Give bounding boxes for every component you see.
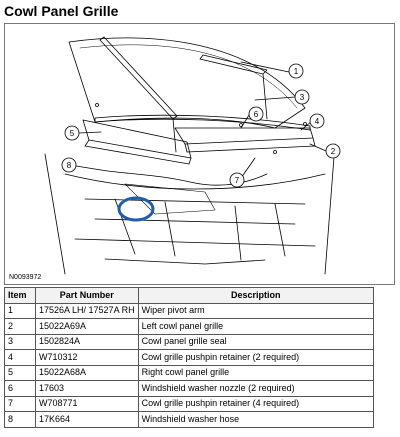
washer-hose xyxy=(100,169,268,186)
page-title: Cowl Panel Grille xyxy=(4,3,119,19)
callout-1: 1 xyxy=(288,63,304,79)
cell-part-number: 15022A69A xyxy=(35,318,139,335)
cell-part-number: 17K664 xyxy=(35,411,139,428)
windshield-outline xyxy=(68,37,306,129)
cowl-grille-right xyxy=(174,127,314,145)
cell-item: 4 xyxy=(4,349,36,366)
svg-text:2: 2 xyxy=(331,147,336,156)
cell-description: Windshield washer nozzle (2 required) xyxy=(137,380,375,397)
table-row: 4 W710312 Cowl grille pushpin retainer (… xyxy=(4,349,375,366)
header-part-number: Part Number xyxy=(35,287,139,304)
table-row: 8 17K664 Windshield washer hose xyxy=(4,411,375,428)
cell-description: Windshield washer hose xyxy=(137,411,375,428)
cell-item: 5 xyxy=(4,364,36,381)
svg-text:8: 8 xyxy=(67,161,72,170)
cell-part-number: 15022A68A xyxy=(35,364,139,381)
svg-text:7: 7 xyxy=(235,176,240,185)
table-row: 1 17526A LH/ 17527A RH Wiper pivot arm xyxy=(4,302,375,319)
cell-item: 8 xyxy=(4,411,36,428)
svg-text:5: 5 xyxy=(70,129,75,138)
table-row: 7 W708771 Cowl grille pushpin retainer (… xyxy=(4,395,375,412)
cowl-seal xyxy=(94,114,311,131)
table-row: 5 15022A68A Right cowl panel grille xyxy=(4,364,375,381)
cell-description: Right cowl panel grille xyxy=(137,364,375,381)
header-item: Item xyxy=(4,287,36,304)
callout-5: 5 xyxy=(64,125,80,141)
cell-item: 7 xyxy=(4,395,36,412)
cell-item: 3 xyxy=(4,333,36,350)
cell-description: Cowl grille pushpin retainer (4 required… xyxy=(137,395,375,412)
svg-text:3: 3 xyxy=(300,93,305,102)
cell-item: 6 xyxy=(4,380,36,397)
callout-2: 2 xyxy=(325,143,341,159)
diagram-drawing: 1 3 4 2 5 6 7 xyxy=(44,36,341,275)
table-header-row: Item Part Number Description xyxy=(4,287,375,304)
callout-8: 8 xyxy=(61,157,77,173)
cell-description: Left cowl panel grille xyxy=(137,318,375,335)
cell-item: 1 xyxy=(4,302,36,319)
parts-table: Item Part Number Description 1 17526A LH… xyxy=(4,287,375,428)
callout-7: 7 xyxy=(229,172,245,188)
svg-text:6: 6 xyxy=(254,110,259,119)
engine-bay-outline xyxy=(44,143,336,275)
cell-part-number: 17526A LH/ 17527A RH xyxy=(35,302,139,319)
figure-id-label: N0093972 xyxy=(9,274,42,281)
callout-3: 3 xyxy=(294,89,310,105)
cell-description: Cowl panel grille seal xyxy=(137,333,375,350)
table-row: 3 1502824A Cowl panel grille seal xyxy=(4,333,375,350)
callout-6: 6 xyxy=(248,106,264,122)
cell-part-number: 1502824A xyxy=(35,333,139,350)
highlight-circle xyxy=(117,196,155,222)
cell-description: Cowl grille pushpin retainer (2 required… xyxy=(137,349,375,366)
cell-item: 2 xyxy=(4,318,36,335)
cell-part-number: 17603 xyxy=(35,380,139,397)
cell-description: Wiper pivot arm xyxy=(137,302,375,319)
callout-4: 4 xyxy=(309,113,325,129)
header-description: Description xyxy=(137,287,375,304)
wiper-arm-left xyxy=(99,36,178,120)
table-row: 2 15022A69A Left cowl panel grille xyxy=(4,318,375,335)
cell-part-number: W710312 xyxy=(35,349,139,366)
cell-part-number: W708771 xyxy=(35,395,139,412)
svg-text:4: 4 xyxy=(315,117,320,126)
svg-text:1: 1 xyxy=(294,67,299,76)
wiper-arm-right xyxy=(199,54,268,75)
exploded-view-diagram: 1 3 4 2 5 6 7 xyxy=(4,23,395,285)
table-row: 6 17603 Windshield washer nozzle (2 requ… xyxy=(4,380,375,397)
